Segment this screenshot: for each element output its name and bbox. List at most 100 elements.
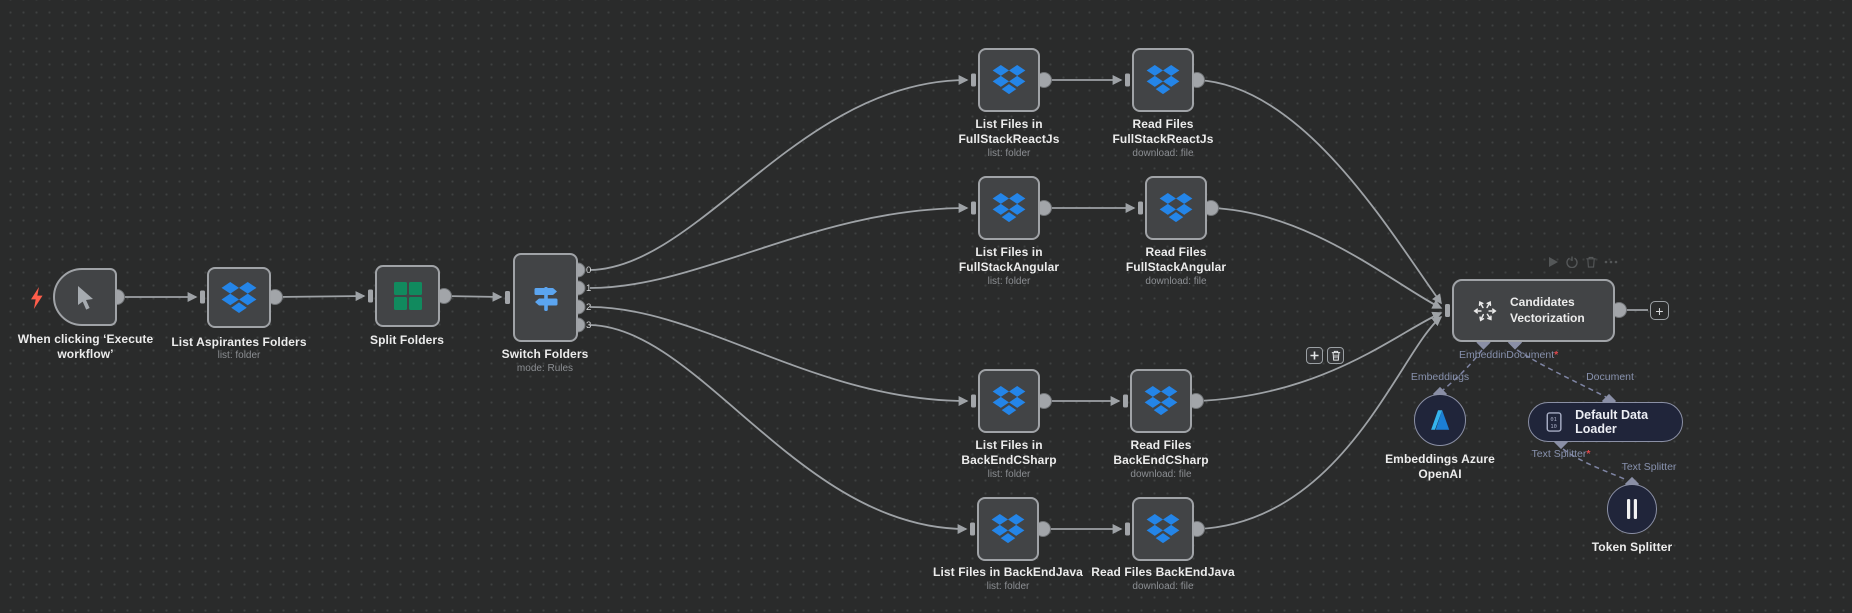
required-marker: *: [1554, 349, 1559, 361]
dropbox-icon: [992, 386, 1026, 416]
dropbox-icon: [991, 514, 1025, 544]
node-sublabel-read4: download: file: [1132, 581, 1194, 592]
node-label-read2: Read Files FullStackAngular: [1125, 245, 1227, 274]
input-split[interactable]: [368, 289, 373, 303]
node-sublabel-read2: download: file: [1145, 276, 1207, 287]
power-icon[interactable]: [1566, 256, 1578, 268]
switch-output-label-2: 2: [586, 302, 592, 313]
node-list-files-fullstackreactjs[interactable]: [978, 48, 1040, 112]
input-aspirantes[interactable]: [200, 290, 205, 304]
input-read3[interactable]: [1123, 394, 1128, 408]
dropbox-icon: [992, 193, 1026, 223]
node-label-embeddings-azure: Embeddings Azure OpenAI: [1385, 452, 1495, 481]
more-options-icon[interactable]: [1604, 256, 1618, 268]
connection-switch3-to-list4: [589, 324, 968, 534]
input-read4[interactable]: [1125, 522, 1130, 536]
connection-read3-to-vectorstore: [1196, 311, 1443, 402]
dropbox-icon: [1159, 193, 1193, 223]
connection-switch0-to-list1: [589, 75, 969, 271]
node-switch-folders[interactable]: [513, 253, 578, 342]
input-vectorstore[interactable]: [1445, 304, 1450, 317]
switch-output-label-1: 1: [586, 283, 592, 294]
node-embeddings-azure-openai[interactable]: [1414, 394, 1466, 446]
node-read-files-fullstackangular[interactable]: [1145, 176, 1207, 240]
node-label-read3: Read Files BackEndCSharp: [1113, 438, 1209, 467]
node-sublabel-read1: download: file: [1132, 148, 1194, 159]
connection-loader-splitter: [1562, 448, 1628, 481]
vector-store-icon: [1473, 299, 1497, 322]
node-sublabel-read3: download: file: [1130, 469, 1192, 480]
dropbox-icon: [1146, 514, 1180, 544]
connection-split-to-switch: [443, 291, 503, 302]
connection-delete-button[interactable]: [1327, 347, 1344, 364]
add-node-button[interactable]: +: [1650, 301, 1669, 320]
node-sublabel-list4: list: folder: [986, 581, 1030, 592]
node-manual-trigger[interactable]: [53, 268, 117, 326]
connection-switch1-to-list2: [589, 203, 969, 289]
node-hover-toolbar: [1547, 256, 1618, 268]
svg-text:10: 10: [1550, 424, 1557, 430]
connection-read1-to-vectorstore: [1197, 79, 1442, 305]
node-sublabel-list3: list: folder: [987, 469, 1031, 480]
connection-switch2-to-list3: [589, 306, 969, 406]
node-label-list-aspirantes: List Aspirantes Folders: [171, 335, 307, 349]
node-label-switch-folders: Switch Folders: [501, 347, 589, 361]
node-label-candidates-vectorization: Candidates Vectorization: [1510, 294, 1585, 325]
node-read-files-backendjava[interactable]: [1132, 497, 1194, 561]
node-list-aspirantes-folders[interactable]: [207, 267, 271, 328]
node-split-folders[interactable]: [375, 265, 440, 327]
connection-aspirantes-to-split: [274, 291, 366, 302]
connection-add-node-button[interactable]: [1306, 347, 1323, 364]
node-label-list2: List Files in FullStackAngular: [958, 245, 1060, 274]
node-default-data-loader[interactable]: 01 10 Default Data Loader: [1528, 402, 1683, 442]
node-sublabel-list2: list: folder: [987, 276, 1031, 287]
node-read-files-fullstackreactjs[interactable]: [1132, 48, 1194, 112]
input-list4[interactable]: [970, 522, 975, 536]
node-label-read4: Read Files BackEndJava: [1091, 565, 1235, 579]
switch-output-label-3: 3: [586, 320, 592, 331]
node-label-split-folders: Split Folders: [370, 333, 444, 347]
vectorstore-input-ports-label: EmbeddinDocument*: [1459, 349, 1558, 361]
split-grid-icon: [393, 282, 422, 310]
binary-file-icon: 01 10: [1546, 412, 1562, 432]
document-connector-label: Document: [1586, 371, 1634, 383]
node-label-list4: List Files in BackEndJava: [933, 565, 1083, 579]
connection-vectorstore-document: [1516, 349, 1607, 398]
node-candidates-vectorization[interactable]: Candidates Vectorization: [1452, 279, 1615, 342]
connection-vectorstore-embedding: [1442, 349, 1483, 391]
execute-bolt-icon: [31, 287, 43, 309]
dropbox-icon: [221, 281, 257, 313]
dropbox-icon: [992, 65, 1026, 95]
trash-icon[interactable]: [1585, 256, 1597, 268]
node-read-files-backendcsharp[interactable]: [1130, 369, 1192, 433]
node-list-files-backendjava[interactable]: [977, 497, 1039, 561]
dropbox-icon: [1144, 386, 1178, 416]
node-list-files-backendcsharp[interactable]: [978, 369, 1040, 433]
input-read2[interactable]: [1138, 201, 1143, 215]
input-list3[interactable]: [971, 394, 976, 408]
node-label-default-data-loader: Default Data Loader: [1575, 408, 1649, 436]
plus-icon: [1310, 351, 1319, 360]
input-read1[interactable]: [1125, 73, 1130, 87]
input-list2[interactable]: [971, 201, 976, 215]
trash-icon: [1331, 350, 1340, 361]
azure-icon: [1431, 410, 1450, 430]
connection-read2-to-vectorstore: [1211, 207, 1443, 309]
node-token-splitter[interactable]: [1607, 484, 1657, 534]
input-switch[interactable]: [505, 291, 510, 304]
play-icon[interactable]: [1547, 256, 1559, 268]
required-marker: *: [1586, 448, 1591, 460]
node-sublabel-list1: list: folder: [987, 148, 1031, 159]
document-port-label: Document: [1506, 349, 1555, 361]
node-list-files-fullstackangular[interactable]: [978, 176, 1040, 240]
svg-text:01: 01: [1550, 417, 1557, 423]
switch-output-label-0: 0: [586, 265, 592, 276]
input-list1[interactable]: [971, 73, 976, 87]
node-sublabel-switch-folders: mode: Rules: [516, 363, 574, 374]
node-label-token-splitter: Token Splitter: [1591, 540, 1673, 554]
dropbox-icon: [1146, 65, 1180, 95]
connection-read4-to-vectorstore: [1197, 316, 1443, 530]
node-label-read1: Read Files FullStackReactJs: [1112, 117, 1214, 146]
